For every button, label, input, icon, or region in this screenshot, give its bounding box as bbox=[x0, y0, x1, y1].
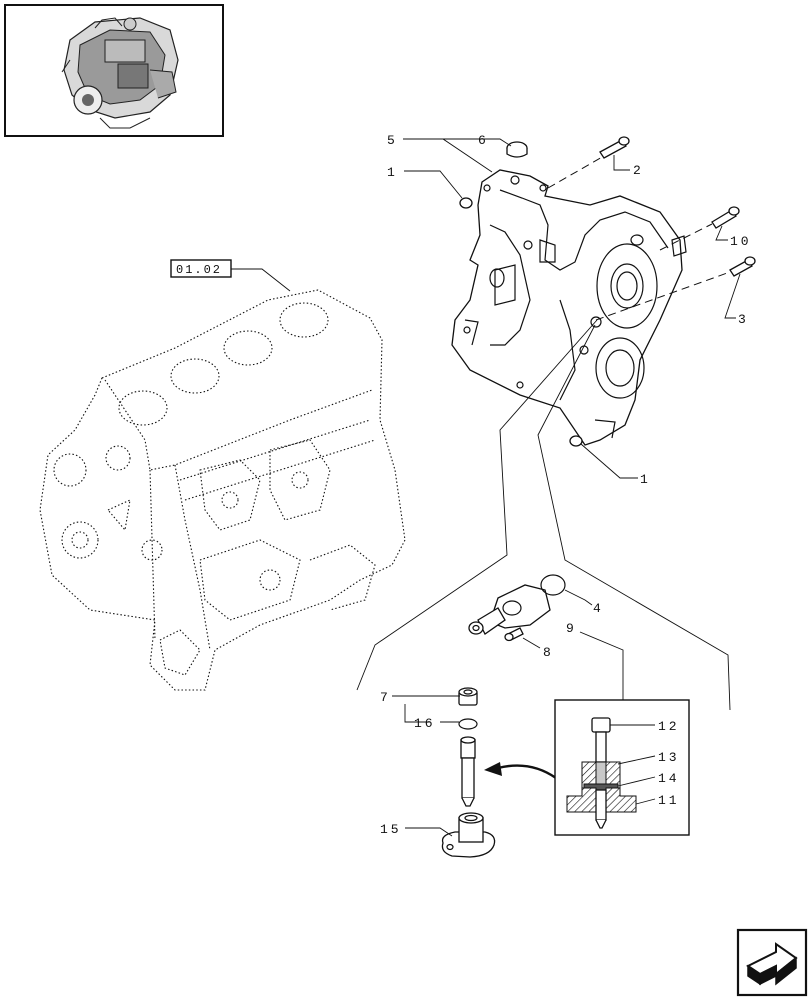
detail-box bbox=[554, 699, 690, 836]
label-11: 11 bbox=[658, 793, 680, 808]
screw-part-8 bbox=[504, 627, 524, 642]
leader-8 bbox=[522, 637, 541, 649]
base-part-15 bbox=[441, 812, 496, 858]
leader-2 bbox=[613, 155, 630, 171]
leader-6 bbox=[443, 138, 512, 147]
plug-part-1-top bbox=[459, 197, 473, 209]
leader-15 bbox=[405, 827, 453, 837]
engine-thumbnail[interactable] bbox=[4, 4, 224, 137]
leader-1-bottom bbox=[580, 443, 638, 479]
bolt-part-10 bbox=[711, 206, 740, 229]
label-1-bottom: 1 bbox=[640, 472, 651, 487]
engine-block-outline bbox=[39, 289, 406, 691]
label-5: 5 bbox=[387, 133, 398, 148]
assembly-line-right bbox=[537, 324, 731, 711]
label-1-top: 1 bbox=[387, 165, 398, 180]
plug-part-1-bottom bbox=[569, 435, 583, 447]
reference-code: 01.02 bbox=[176, 263, 222, 277]
cap-part-7 bbox=[458, 687, 478, 706]
label-15: 15 bbox=[380, 822, 402, 837]
plunger-part bbox=[460, 736, 476, 807]
bolt-axis-2 bbox=[547, 155, 605, 189]
next-page-arrow-icon bbox=[746, 942, 798, 986]
leader-10 bbox=[715, 225, 728, 241]
tensioner-housing-part-9 bbox=[468, 584, 551, 635]
curved-arrow-icon bbox=[484, 762, 557, 779]
label-2: 2 bbox=[633, 163, 644, 178]
bolt-axis-3 bbox=[595, 271, 731, 321]
label-13: 13 bbox=[658, 750, 680, 765]
label-6: 6 bbox=[478, 133, 489, 148]
bolt-axis-10 bbox=[659, 223, 713, 251]
bolt-part-2 bbox=[599, 136, 630, 159]
label-12: 12 bbox=[658, 719, 680, 734]
leader-1-top bbox=[404, 170, 463, 199]
next-page-button[interactable] bbox=[736, 928, 808, 997]
leader-3 bbox=[724, 273, 741, 319]
leader-4 bbox=[564, 589, 593, 606]
label-9: 9 bbox=[566, 621, 577, 636]
label-14: 14 bbox=[658, 771, 680, 786]
label-3: 3 bbox=[738, 312, 749, 327]
assembly-line-left bbox=[356, 319, 598, 691]
engine-thumbnail-icon bbox=[61, 17, 179, 129]
leader-13 bbox=[617, 755, 656, 765]
label-7: 7 bbox=[380, 690, 391, 705]
bolt-part-3 bbox=[729, 256, 756, 277]
leader-16 bbox=[404, 704, 430, 723]
reference-leader bbox=[231, 268, 291, 292]
gear-cover-housing bbox=[451, 169, 687, 446]
label-4: 4 bbox=[593, 601, 604, 616]
seal-ring-part-16 bbox=[458, 718, 478, 730]
label-8: 8 bbox=[543, 645, 554, 660]
cap-part-6 bbox=[506, 141, 528, 158]
label-10: 10 bbox=[730, 234, 752, 249]
leader-11 bbox=[635, 798, 656, 805]
leader-9 bbox=[579, 631, 624, 700]
reference-box[interactable]: 01.02 bbox=[170, 259, 232, 278]
o-ring-part-4 bbox=[540, 574, 566, 596]
leader-14 bbox=[617, 776, 656, 787]
label-16: 16 bbox=[414, 716, 436, 731]
